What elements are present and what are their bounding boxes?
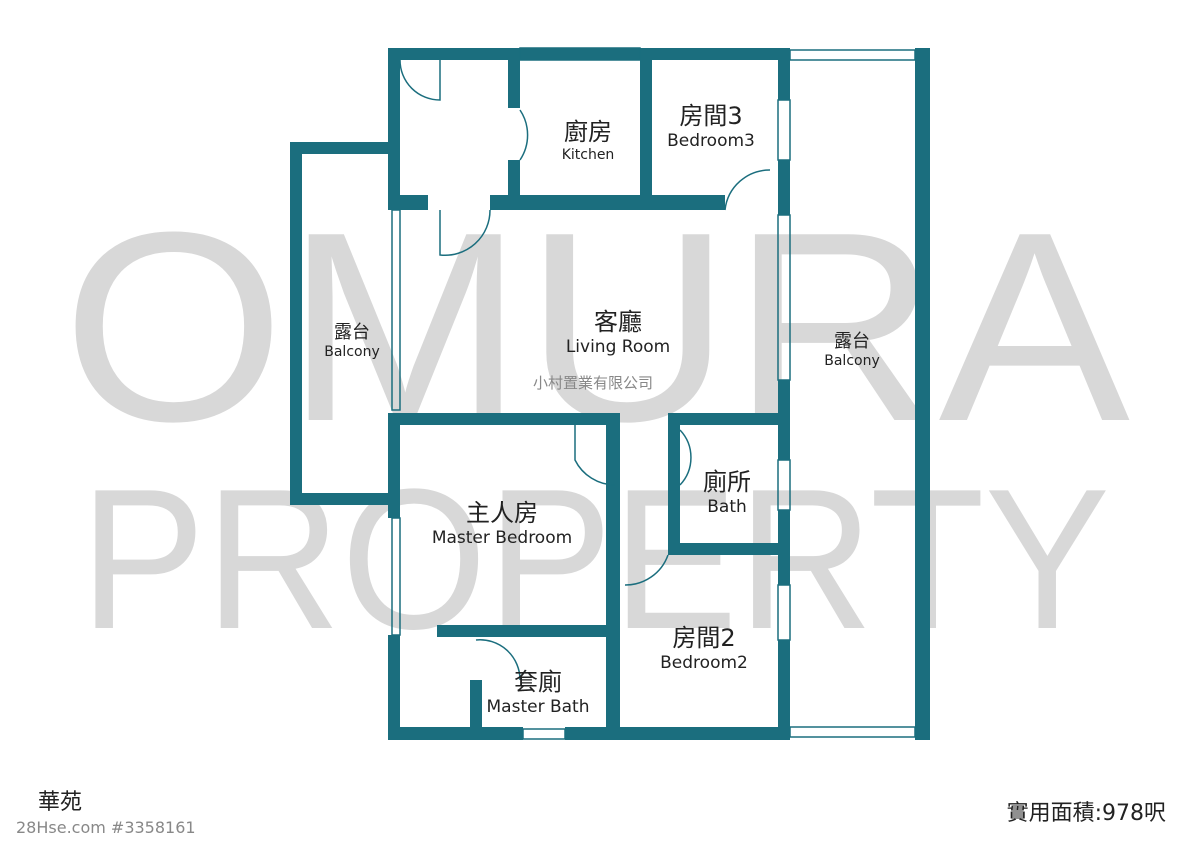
wall bbox=[388, 48, 790, 60]
window bbox=[777, 214, 791, 381]
wall bbox=[565, 727, 790, 740]
room-label-en: Bedroom2 bbox=[660, 653, 748, 673]
room-label-zh: 主人房 bbox=[465, 499, 538, 527]
wall bbox=[668, 413, 680, 555]
room-label-en: Living Room bbox=[565, 337, 671, 357]
door-swing bbox=[679, 429, 692, 486]
wall bbox=[388, 48, 400, 210]
wall bbox=[915, 48, 930, 740]
wall bbox=[388, 195, 428, 210]
wall bbox=[290, 142, 400, 154]
window bbox=[519, 47, 641, 61]
door-swing bbox=[439, 209, 491, 257]
wall bbox=[388, 413, 620, 425]
window bbox=[522, 728, 566, 740]
door-swing bbox=[624, 554, 669, 586]
door-swing bbox=[399, 59, 441, 101]
window bbox=[777, 584, 791, 641]
room-label-en: Balcony bbox=[324, 344, 380, 360]
room-label-zh: 房間3 bbox=[679, 102, 743, 130]
wall bbox=[668, 543, 790, 555]
wall bbox=[388, 635, 400, 740]
window bbox=[391, 209, 401, 411]
saleable-area: 實用面積:978呎 bbox=[1006, 801, 1166, 826]
wall bbox=[508, 48, 520, 108]
wall bbox=[640, 48, 652, 198]
room-label-zh: 套廁 bbox=[513, 668, 562, 696]
wall bbox=[778, 640, 790, 740]
window bbox=[777, 459, 791, 511]
wall bbox=[778, 160, 790, 215]
room-label-zh: 廁所 bbox=[703, 468, 751, 496]
room-label-zh: 房間2 bbox=[672, 624, 736, 652]
watermark-omura: OMURA bbox=[62, 177, 1131, 478]
wall bbox=[470, 680, 482, 740]
company-name: 小村置業有限公司 bbox=[533, 374, 654, 392]
wall bbox=[668, 413, 790, 425]
wall bbox=[508, 160, 520, 200]
room-label-en: Bath bbox=[707, 497, 747, 517]
wall bbox=[388, 727, 523, 740]
door-swing bbox=[724, 169, 771, 211]
wall bbox=[437, 625, 620, 637]
room-label-en: Balcony bbox=[824, 353, 880, 369]
wall bbox=[290, 493, 400, 505]
window bbox=[789, 726, 916, 738]
room-label-en: Bedroom3 bbox=[667, 131, 755, 151]
room-label-zh: 露台 bbox=[334, 322, 370, 343]
door-swing bbox=[519, 109, 529, 161]
estate-name: 華苑 bbox=[38, 790, 83, 815]
room-label-zh: 廚房 bbox=[564, 118, 612, 146]
room-label-en: Master Bedroom bbox=[431, 528, 573, 548]
window bbox=[777, 99, 791, 161]
room-label-zh: 露台 bbox=[834, 331, 870, 352]
room-label-en: Kitchen bbox=[561, 147, 615, 163]
window bbox=[391, 517, 401, 636]
room-label-en: Master Bath bbox=[486, 697, 590, 717]
window bbox=[789, 49, 916, 61]
wall bbox=[388, 413, 400, 518]
door-swing bbox=[574, 425, 616, 486]
room-label-zh: 客廳 bbox=[593, 308, 642, 336]
wall bbox=[290, 142, 302, 505]
wall bbox=[778, 48, 790, 100]
door-swing bbox=[475, 639, 521, 681]
wall bbox=[606, 413, 620, 740]
wall bbox=[490, 195, 725, 210]
listing-reference: 28Hse.com #3358161 bbox=[16, 818, 196, 837]
